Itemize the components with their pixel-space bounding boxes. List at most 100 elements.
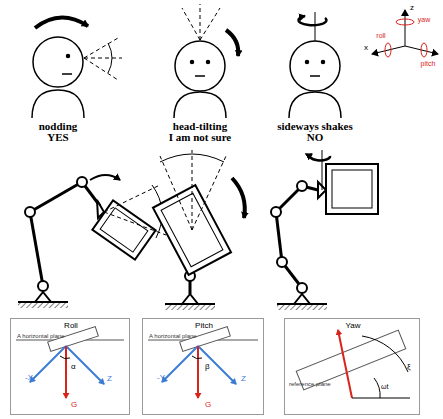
- shaking-head-part: [310, 75, 320, 77]
- sketch-label: -X: [25, 374, 33, 382]
- robot-arm-yaw-part: [332, 170, 372, 208]
- nodding-head-part: [62, 73, 72, 75]
- robot-arm-pitch: [153, 150, 245, 310]
- robot-arm-roll-part: [104, 185, 160, 212]
- robot-arm-yaw-part: [297, 283, 307, 293]
- panel-title: Roll: [64, 322, 78, 330]
- robot-arm-pitch-part: [192, 150, 193, 230]
- shaking-head: [289, 12, 341, 118]
- tilting-head-part: [191, 61, 194, 64]
- sketch-panel: Pitch A horizontal plane -Y ZβG: [142, 318, 264, 415]
- gesture-label: sideways shakes: [277, 121, 353, 132]
- nodding-head-part: [84, 38, 118, 58]
- robot-arm-pitch-part: [232, 178, 245, 218]
- nodding-head-part: [32, 90, 84, 118]
- nodding-head-part: [35, 17, 88, 28]
- sketch-label: ξ: [407, 363, 411, 371]
- sketch-label: G: [71, 401, 77, 409]
- tilting-head-part: [195, 75, 205, 77]
- robot-arm-roll: [18, 175, 166, 308]
- sketch-label: reference plane: [289, 381, 331, 387]
- sketch-label: α: [71, 363, 76, 371]
- roll-sketch-part: [48, 327, 99, 352]
- tilting-head-part: [174, 92, 226, 118]
- sketch-label: -Y: [157, 374, 165, 382]
- axis-triad: [372, 10, 438, 57]
- robot-arm-roll-part: [92, 200, 155, 259]
- robot-arm-yaw-part: [322, 150, 323, 190]
- robot-arm-roll-part: [77, 177, 87, 187]
- nodding-head-part: [84, 58, 122, 59]
- robot-arm-pitch-part: [192, 156, 226, 230]
- axis-label: x: [364, 44, 368, 52]
- nodding-head-part: [33, 37, 83, 87]
- sketch-label: G: [205, 401, 211, 409]
- robot-arm-roll-part: [35, 292, 51, 302]
- robot-arm-roll-part: [100, 208, 148, 252]
- pitch-sketch-part: [198, 346, 236, 384]
- axis-triad-part: [372, 46, 405, 54]
- pitch-sketch: [148, 327, 258, 398]
- roll-sketch: [16, 327, 124, 398]
- panel-title: Pitch: [195, 322, 213, 330]
- robot-arm-yaw-part: [276, 212, 282, 262]
- pitch-sketch-part: [192, 356, 202, 359]
- robot-arm-roll-part: [25, 207, 35, 217]
- yaw-sketch-part: [374, 378, 380, 398]
- shaking-head-part: [298, 16, 326, 25]
- gesture-label: NO: [307, 132, 324, 143]
- pitch-sketch-part: [180, 327, 231, 352]
- tilting-head-part: [200, 8, 220, 40]
- robot-arm-yaw-part: [310, 154, 330, 160]
- gesture-label: head-tilting: [173, 121, 227, 132]
- robot-arm-roll-part: [90, 175, 120, 180]
- shaking-head-part: [315, 12, 316, 41]
- pitch-sketch-part: [162, 346, 198, 382]
- sketch-label: Z: [107, 375, 112, 383]
- nodding-head-part: [67, 55, 70, 58]
- sketch-label: A horizontal plane: [17, 333, 65, 339]
- tilting-head-part: [175, 41, 225, 91]
- robot-arm-roll-part: [30, 182, 82, 212]
- shaking-head-part: [306, 61, 309, 64]
- axis-label: z: [410, 4, 414, 12]
- sketch-panel: Yaw reference plane ξ ωt: [284, 318, 420, 415]
- nodding-head-part: [108, 43, 112, 73]
- robot-arm-roll-part: [30, 212, 43, 286]
- tilting-head-part: [207, 61, 210, 64]
- robot-arm-yaw: [271, 150, 378, 310]
- roll-sketch-part: [30, 346, 66, 382]
- robot-arm-roll-part: [38, 281, 48, 291]
- sketch-label: Z: [241, 375, 246, 383]
- gesture-label: nodding: [39, 121, 78, 132]
- axis-label: yaw: [418, 16, 430, 23]
- nodding-head-part: [84, 58, 118, 80]
- yaw-sketch: [296, 330, 410, 398]
- tilting-head-part: [182, 8, 200, 40]
- tilting-head-part: [226, 30, 238, 56]
- robot-arm-pitch-part: [182, 294, 198, 304]
- robot-arm-yaw-part: [271, 207, 281, 217]
- shaking-head-part: [290, 41, 340, 91]
- robot-arm-yaw-part: [277, 257, 287, 267]
- robot-arm-yaw-part: [326, 164, 378, 214]
- tilting-head: [174, 4, 238, 118]
- gesture-label: I am not sure: [169, 132, 231, 143]
- axis-triad-part: [405, 10, 406, 46]
- roll-sketch-part: [65, 346, 67, 398]
- sketch-label: β: [205, 363, 210, 371]
- yaw-sketch-part: [362, 336, 408, 372]
- axis-label: roll: [376, 32, 385, 39]
- yaw-sketch-part: [296, 330, 405, 390]
- axis-label: pitch: [421, 60, 436, 67]
- roll-sketch-part: [60, 356, 70, 359]
- robot-arm-pitch-part: [160, 156, 192, 230]
- panel-title: Yaw: [346, 322, 361, 330]
- sketch-label: ωt: [381, 383, 388, 390]
- roll-sketch-part: [66, 346, 104, 384]
- sketch-panel: Roll A horizontal plane -X ZαG: [10, 318, 130, 415]
- axis-triad-part: [385, 43, 391, 57]
- sketch-label: A horizontal plane: [149, 333, 197, 339]
